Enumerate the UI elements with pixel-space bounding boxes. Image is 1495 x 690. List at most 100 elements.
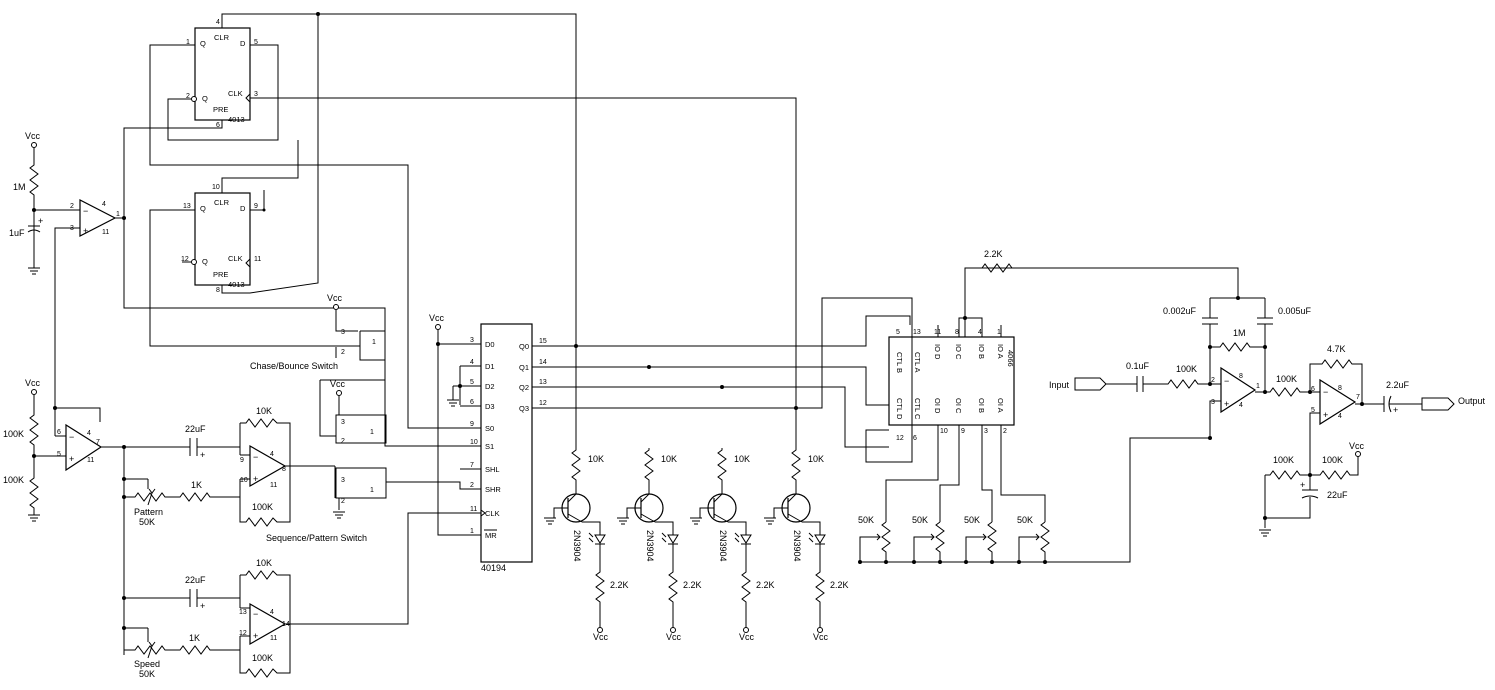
- switch-ctl-name: CTL D: [895, 398, 904, 420]
- shift-left-pin-number: 3: [470, 337, 474, 344]
- base-resistor-label: 10K: [661, 454, 677, 464]
- mix-pot-3: 50K: [964, 437, 997, 564]
- a6-pin: 5: [1311, 407, 1315, 414]
- seq-pin: 3: [341, 477, 345, 484]
- switch-top-pin: 4: [978, 329, 982, 336]
- shift-left-pin-name: SHL: [485, 465, 500, 474]
- shift-left-pin-number: 11: [470, 506, 477, 513]
- r-1k-1-label: 1K: [191, 480, 202, 490]
- svg-text:+: +: [1323, 410, 1328, 420]
- shift-left-pin-name: D3: [485, 402, 495, 411]
- switch-bottom-name: OI C: [954, 398, 963, 414]
- svg-text:+: +: [69, 454, 74, 464]
- svg-text:+: +: [83, 226, 88, 236]
- r-100k-bias2-label: 100K: [1322, 455, 1343, 465]
- r-10k-1-label: 10K: [256, 406, 272, 416]
- pot-pattern-val: 50K: [139, 517, 155, 527]
- r-100k-in-label: 100K: [1176, 364, 1197, 374]
- startup-stage: Vcc 1M 1uF + − + 2 3 4 11 1: [9, 131, 126, 408]
- a2-pin: 6: [57, 429, 61, 436]
- output-label: Output: [1458, 396, 1486, 406]
- c-22uf-2-label: 22uF: [185, 575, 206, 585]
- ff-top-d-label: D: [240, 39, 246, 48]
- seq-pin: 1: [370, 429, 374, 436]
- seq-pin: 3: [341, 419, 345, 426]
- a3-pin: 8: [282, 466, 286, 473]
- ff-top-clk-label: CLK: [228, 89, 243, 98]
- base-resistor-label: 10K: [734, 454, 750, 464]
- switch-top-pin: 8: [955, 329, 959, 336]
- ff-top-pin: 6: [216, 122, 220, 129]
- shift-right-pin-name: Q0: [519, 342, 529, 351]
- a3-pin: 11: [270, 482, 277, 489]
- transistor-label: 2N3904: [572, 530, 582, 562]
- chase-bounce-switch: Vcc 3 2 1 Chase/Bounce Switch: [250, 293, 386, 371]
- seq-switch-label: Sequence/Pattern Switch: [266, 533, 367, 543]
- shift-part: 40194: [481, 563, 506, 573]
- ff-top-pin: 1: [186, 39, 190, 46]
- switch-bottom-pin: 10: [940, 428, 948, 435]
- svg-text:−: −: [69, 432, 74, 442]
- ff-bot-pin: 10: [212, 184, 220, 191]
- flip-flop-top: CLR D Q Q CLK PRE 4013 4 1 5 2 3 6: [186, 19, 258, 129]
- ff-bot-pin: 9: [254, 203, 258, 210]
- mix-pot-4: 50K: [1000, 437, 1050, 564]
- switch-bottom-pin: 2: [1003, 428, 1007, 435]
- switch-bottom-pin: 3: [984, 428, 988, 435]
- a6-pin: 6: [1311, 386, 1315, 393]
- c-1uf-label: 1uF: [9, 228, 25, 238]
- a2-pin: 7: [96, 439, 100, 446]
- mix-pot-label: 50K: [858, 515, 874, 525]
- a5-pin: 2: [1211, 377, 1215, 384]
- r-100k-mid-label: 100K: [1276, 374, 1297, 384]
- svg-text:+: +: [1393, 405, 1398, 415]
- a6-pin: 8: [1338, 385, 1342, 392]
- a4-pin: 4: [270, 609, 274, 616]
- switch-ctl-name: CTL C: [913, 398, 922, 420]
- speed-oscillator: 22uF + 10K − + 13 12 4 11 14 100K Speed …: [122, 512, 478, 679]
- chase-pin: 2: [341, 349, 345, 356]
- led-drivers: 10K2.2KVcc2N390410K2.2KVcc2N390410K2.2KV…: [544, 448, 849, 642]
- svg-text:−: −: [83, 206, 88, 216]
- svg-text:+: +: [200, 601, 205, 611]
- a6-pin: 7: [1356, 394, 1360, 401]
- svg-text:−: −: [1224, 376, 1229, 386]
- r-22k-fb-label: 2.2K: [984, 249, 1003, 259]
- shift-right-pin-name: Q3: [519, 404, 529, 413]
- svg-text:+: +: [200, 450, 205, 460]
- svg-text:−: −: [1323, 387, 1328, 397]
- vcc-label: Vcc: [593, 632, 609, 642]
- switch-top-name: IO B: [977, 344, 986, 359]
- ff-bot-pin: 12: [181, 256, 189, 263]
- switch-top-name: IO D: [933, 344, 942, 360]
- mix-pot-2: 50K: [912, 437, 960, 564]
- ff-top-part: 4013: [228, 115, 245, 124]
- r-100k-a-label: 100K: [3, 429, 24, 439]
- c-0005uf-label: 0.005uF: [1278, 306, 1312, 316]
- switch-ctl-pin: 13: [913, 329, 921, 336]
- r-100k-bias1-label: 100K: [1273, 455, 1294, 465]
- ff-bot-pre-label: PRE: [213, 270, 228, 279]
- a2-pin: 5: [57, 451, 61, 458]
- a4-pin: 11: [270, 635, 277, 642]
- svg-text:+: +: [253, 474, 258, 484]
- a5-pin: 1: [1256, 383, 1260, 390]
- switch-top-name: IO A: [996, 344, 1005, 359]
- a1-pin: 11: [102, 229, 109, 236]
- vcc-label: Vcc: [429, 313, 445, 323]
- shift-left-pin-number: 5: [470, 379, 474, 386]
- mix-pot-label: 50K: [1017, 515, 1033, 525]
- c-22uf-bias-label: 22uF: [1327, 490, 1348, 500]
- shift-left-pin-name: D2: [485, 382, 495, 391]
- a3-pin: 9: [240, 457, 244, 464]
- seq-pin: 2: [341, 498, 345, 505]
- switch-ctl-name: CTL A: [913, 352, 922, 373]
- vcc-label: Vcc: [330, 379, 346, 389]
- switch-top-name: IO C: [954, 344, 963, 360]
- transistor-label: 2N3904: [718, 530, 728, 562]
- shift-left-pin-number: 1: [470, 528, 474, 535]
